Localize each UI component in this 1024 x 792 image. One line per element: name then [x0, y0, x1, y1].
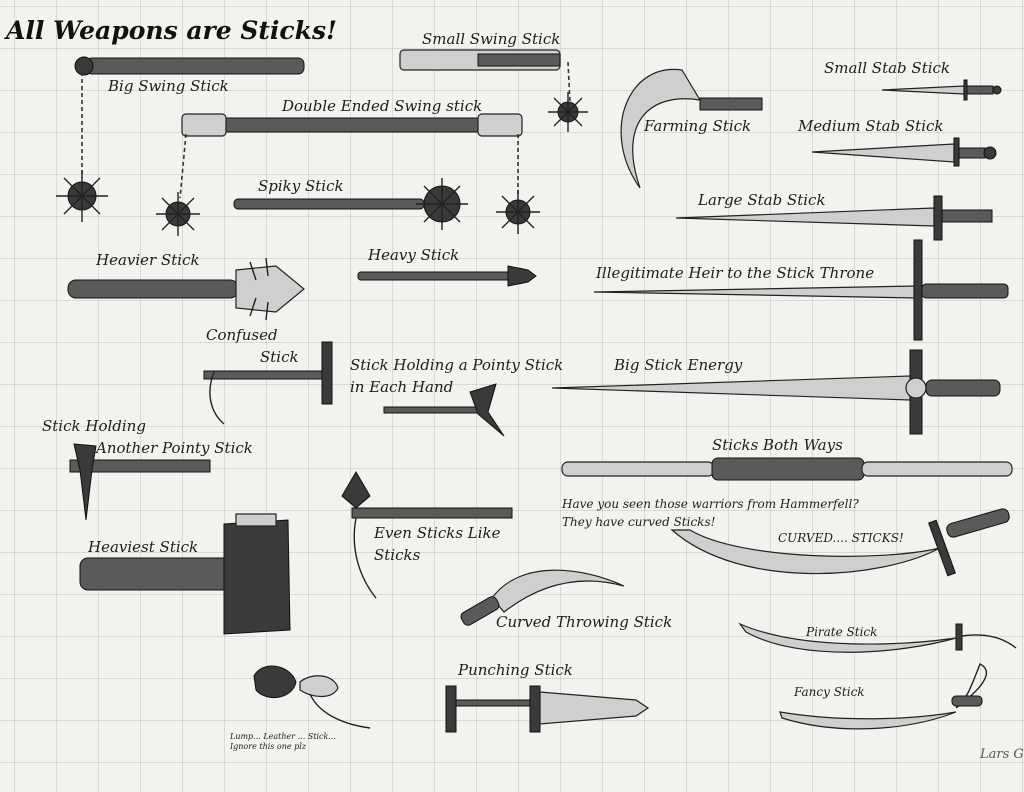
label-hammerfell-line1: Have you seen those warriors from Hammer…	[562, 497, 859, 511]
label-confused-stick-line2: Stick	[260, 348, 299, 366]
spiky-stick-drawing	[233, 178, 468, 230]
label-hammerfell-line2: They have curved Sticks!	[562, 515, 716, 529]
label-even-sticks-line2: Sticks	[374, 546, 421, 564]
illegitimate-heir-stick-drawing	[593, 239, 1009, 341]
label-big-swing-stick: Big Swing Stick	[108, 77, 229, 95]
large-stab-stick-drawing	[675, 195, 993, 241]
punching-stick-drawing	[445, 685, 650, 733]
label-big-stick-energy: Big Stick Energy	[614, 356, 743, 374]
page-title: All Weapons are Sticks!	[6, 16, 338, 45]
small-swing-stick-drawing	[399, 49, 588, 132]
label-fancy-stick: Fancy Stick	[794, 685, 865, 699]
sticks-both-ways-drawing	[561, 457, 1013, 481]
label-double-ended-swing-stick: Double Ended Swing stick	[282, 97, 483, 115]
fancy-stick-drawing	[779, 663, 987, 730]
small-stab-stick-drawing	[881, 79, 1002, 101]
label-pointy-stick-line1: Stick Holding a Pointy Stick	[350, 356, 564, 374]
label-heavy-stick: Heavy Stick	[368, 246, 460, 264]
label-sticks-both-ways: Sticks Both Ways	[712, 436, 843, 454]
heavier-stick-drawing	[67, 257, 305, 321]
heavy-stick-drawing	[357, 265, 537, 287]
confused-stick-drawing	[203, 341, 333, 425]
medium-stab-stick-drawing	[811, 137, 997, 167]
pointy-stick-in-each-hand-drawing	[383, 383, 505, 437]
even-sticks-like-sticks-drawing	[341, 471, 513, 599]
curved-sticks-drawing	[670, 508, 1010, 577]
big-stick-energy-drawing	[551, 349, 1001, 435]
label-heaviest-stick: Heaviest Stick	[88, 538, 199, 556]
label-medium-stab-stick: Medium Stab Stick	[798, 117, 944, 135]
label-pointy-stick-line2: in Each Hand	[350, 378, 454, 396]
label-small-stab-stick: Small Stab Stick	[824, 59, 951, 77]
label-another-pointy-line1: Stick Holding	[42, 417, 146, 435]
big-swing-stick-drawing	[56, 56, 305, 222]
label-lump-line1: Lump... Leather ... Stick...	[230, 732, 337, 741]
label-another-pointy-line2: Another Pointy Stick	[96, 439, 253, 457]
artist-signature: Lars Gra	[980, 747, 1024, 762]
label-pirate-stick: Pirate Stick	[806, 625, 878, 639]
label-small-swing-stick: Small Swing Stick	[422, 30, 561, 48]
curved-throwing-stick-drawing	[460, 569, 625, 626]
label-spiky-stick: Spiky Stick	[258, 177, 344, 195]
label-large-stab-stick: Large Stab Stick	[698, 191, 826, 209]
label-farming-stick: Farming Stick	[644, 117, 752, 135]
label-punching-stick: Punching Stick	[458, 661, 573, 679]
lump-leather-stick-drawing	[253, 665, 371, 729]
double-ended-swing-stick-drawing	[156, 113, 540, 236]
pirate-stick-drawing	[738, 622, 1017, 653]
label-heavier-stick: Heavier Stick	[96, 251, 200, 269]
label-lump-line2: Ignore this one plz	[230, 742, 307, 751]
farming-stick-drawing	[620, 68, 763, 189]
label-confused-stick-line1: Confused	[206, 326, 278, 344]
another-pointy-stick-drawing	[69, 443, 211, 521]
label-even-sticks-line1: Even Sticks Like	[374, 524, 501, 542]
heaviest-stick-drawing	[79, 513, 291, 635]
label-curved-sticks: CURVED.... STICKS!	[778, 531, 904, 545]
label-illegitimate-heir: Illegitimate Heir to the Stick Throne	[596, 264, 875, 282]
label-curved-throwing-stick: Curved Throwing Stick	[496, 613, 673, 631]
